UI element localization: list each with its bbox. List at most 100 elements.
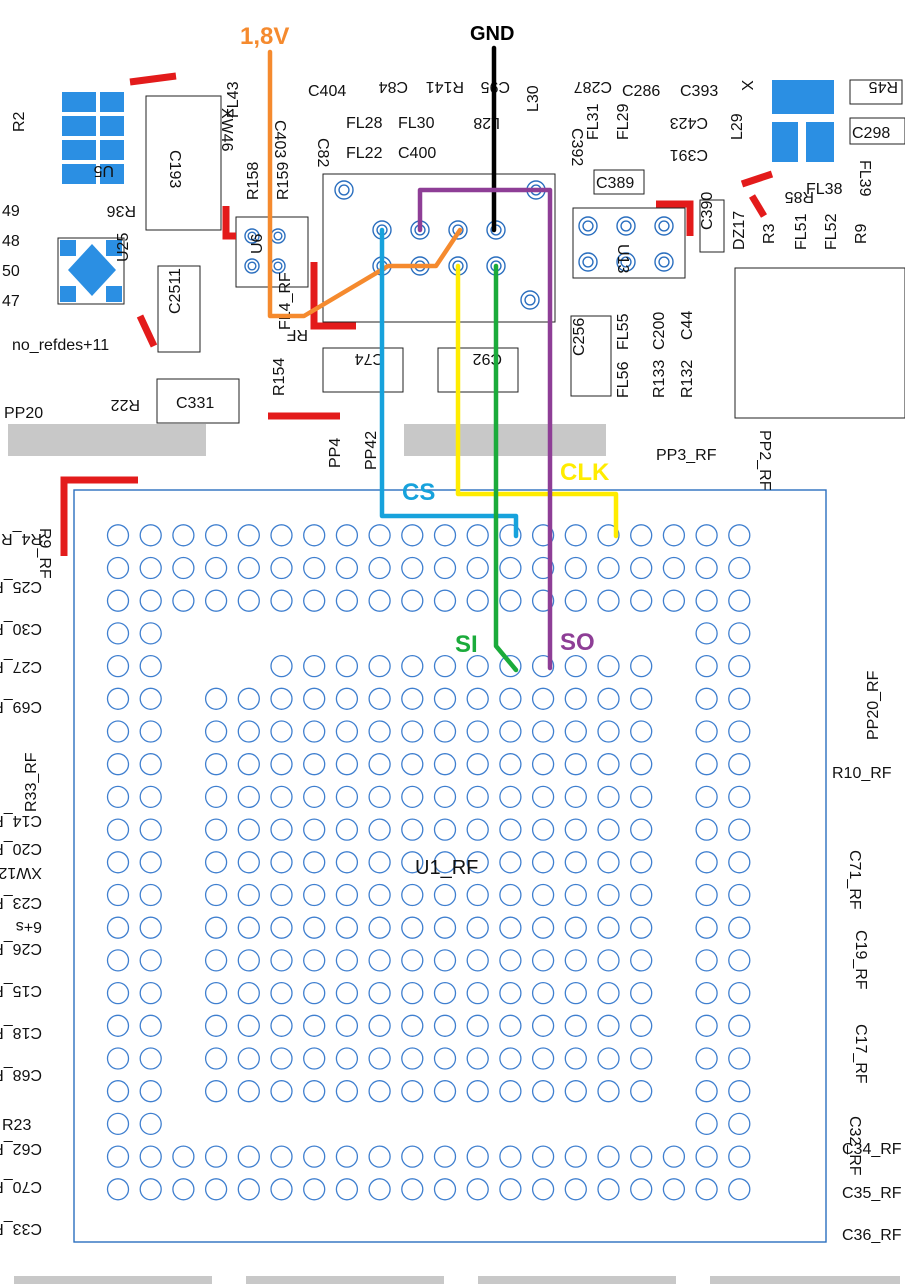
bga-ball xyxy=(597,556,620,580)
component-label: C389 xyxy=(596,175,634,192)
bga-ball xyxy=(630,589,653,612)
bga-ball xyxy=(204,883,228,907)
bga-ball xyxy=(401,851,424,874)
u6-pad-inner xyxy=(273,231,283,241)
u6-pad-inner xyxy=(247,261,257,271)
bga-ball xyxy=(630,851,653,874)
bga-ball xyxy=(237,818,260,841)
component-label: C298 xyxy=(852,125,890,142)
bga-ball xyxy=(139,687,162,710)
component-label: R141 xyxy=(426,78,464,95)
bga-ball xyxy=(237,1178,260,1201)
bga-ball xyxy=(597,818,620,841)
component-label: R36 xyxy=(107,202,136,219)
bga-ball xyxy=(662,589,686,612)
bga-ball xyxy=(728,654,751,678)
u1-rf-outline xyxy=(73,489,827,1243)
bga-ball xyxy=(139,785,162,809)
bga-ball xyxy=(499,524,522,547)
component-label: R33_RF xyxy=(23,752,40,812)
component-label: PP20_RF xyxy=(865,670,882,740)
bga-ball xyxy=(433,524,457,547)
bga-ball xyxy=(106,785,130,809)
bga-ball xyxy=(106,883,130,907)
bga-ball xyxy=(368,785,391,809)
bga-ball xyxy=(204,720,228,743)
bga-ball xyxy=(728,883,751,907)
bga-ball xyxy=(237,981,260,1005)
bga-ball xyxy=(728,687,751,710)
bga-ball xyxy=(564,1080,587,1103)
bga-ball xyxy=(695,916,718,939)
component-label: 50 xyxy=(2,263,20,280)
bga-ball xyxy=(466,589,489,612)
bga-ball xyxy=(499,556,522,580)
bga-ball xyxy=(466,1178,489,1201)
bga-ball xyxy=(303,1047,326,1070)
bga-ball xyxy=(695,687,718,710)
bga-ball xyxy=(270,818,293,841)
component-label: L29 xyxy=(729,113,746,140)
bga-ball xyxy=(531,818,555,841)
bga-ball xyxy=(303,654,326,678)
c331-outline xyxy=(156,378,240,424)
component-label: no_refdes+11 xyxy=(12,337,109,354)
component-label: PP2_RF xyxy=(756,430,773,491)
bga-ball xyxy=(433,753,457,776)
bga-ball xyxy=(630,1080,653,1103)
u13-pad-inner xyxy=(582,220,594,232)
component-label: C33_RF xyxy=(0,1220,42,1237)
component-label: FL28 xyxy=(346,115,383,132)
bga-ball xyxy=(695,981,718,1005)
bga-ball xyxy=(630,883,653,907)
label-so: SO xyxy=(560,629,595,656)
bga-ball xyxy=(303,818,326,841)
bga-ball xyxy=(564,818,587,841)
component-label: C82 xyxy=(314,138,331,167)
bga-ball xyxy=(204,1145,228,1168)
bga-ball xyxy=(728,753,751,776)
bga-ball xyxy=(401,753,424,776)
bga-ball xyxy=(106,687,130,710)
bga-ball xyxy=(433,916,457,939)
chip-label: U1_RF xyxy=(415,857,478,879)
bga-ball xyxy=(303,524,326,547)
component-label: R2 xyxy=(11,111,28,132)
red-markers xyxy=(60,72,774,556)
u13-pad-inner xyxy=(620,256,632,268)
bga-ball xyxy=(139,1047,162,1070)
bga-ball xyxy=(270,1178,293,1201)
bga-ball xyxy=(466,1080,489,1103)
bga-ball xyxy=(499,883,522,907)
bga-ball xyxy=(139,654,162,678)
bga-ball xyxy=(303,949,326,972)
bga-ball xyxy=(564,1047,587,1070)
bga-ball xyxy=(368,1178,391,1201)
bga-ball xyxy=(433,1178,457,1201)
component-label: C393 xyxy=(680,83,718,100)
component-label: C68_RF xyxy=(0,1066,42,1083)
bga-ball xyxy=(270,687,293,710)
component-label: U6 xyxy=(249,233,266,254)
bga-ball xyxy=(303,720,326,743)
bga-ball xyxy=(270,556,293,580)
u13-pad-inner xyxy=(620,220,632,232)
bga-ball xyxy=(433,1080,457,1103)
bga-ball xyxy=(270,949,293,972)
bga-ball xyxy=(597,524,620,547)
bga-ball xyxy=(630,785,653,809)
bga-ball xyxy=(204,589,228,612)
blue-pads xyxy=(62,80,834,296)
u13-pad-inner xyxy=(658,256,670,268)
bga-ball xyxy=(106,1014,130,1037)
component-label: U5 xyxy=(93,162,114,179)
bga-ball xyxy=(106,524,130,547)
bga-ball xyxy=(466,949,489,972)
bga-ball xyxy=(531,1178,555,1201)
bga-ball xyxy=(401,883,424,907)
component-label: 47 xyxy=(2,293,20,310)
bga-ball xyxy=(728,949,751,972)
component-label: C70_RF xyxy=(0,1178,42,1195)
u13-pad-inner xyxy=(658,220,670,232)
component-label: R158 xyxy=(245,162,262,200)
